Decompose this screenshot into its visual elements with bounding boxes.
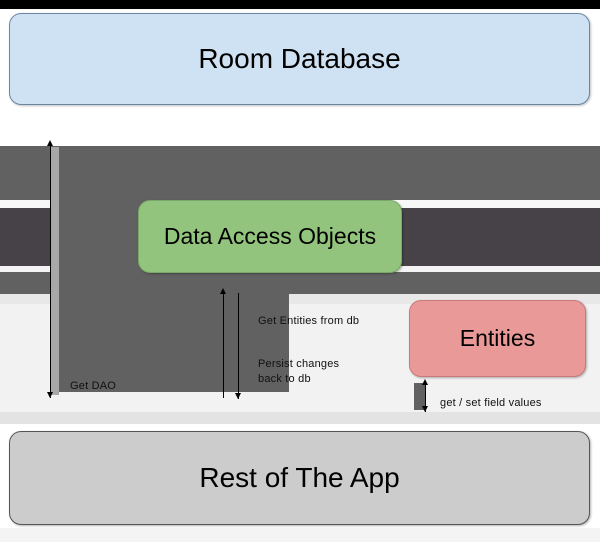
get-set-arrowhead-up <box>422 379 428 385</box>
edge-label-get-dao: Get DAO <box>70 380 117 392</box>
persist-changes-arrowhead-down <box>235 393 241 399</box>
get-set-connector-bar <box>414 383 425 410</box>
node-data-access-objects-label: Data Access Objects <box>163 222 377 249</box>
get-dao-connector-bar <box>51 147 59 395</box>
dao-column-block-lower <box>59 294 223 392</box>
get-entities-arrowhead-up <box>220 288 226 294</box>
background-band-bottom <box>0 528 600 542</box>
edge-label-get-entities-from-db: Get Entities from db <box>258 315 360 327</box>
node-entities-label: Entities <box>459 324 536 351</box>
get-set-arrowhead-down <box>422 406 428 412</box>
edge-label-persist-changes-back-to-db: Persist changes back to db <box>258 358 340 385</box>
background-band-light-1 <box>0 294 600 304</box>
get-set-connector-line <box>425 381 426 412</box>
node-entities[interactable]: Entities <box>409 300 586 377</box>
get-dao-arrowhead-down <box>47 392 53 398</box>
background-band-light-3 <box>0 412 600 424</box>
node-rest-of-the-app[interactable]: Rest of The App <box>9 431 590 525</box>
get-entities-connector-line <box>223 291 224 398</box>
get-dao-arrowhead-up <box>47 140 53 146</box>
edge-label-get-set-field-values: get / set field values <box>440 397 542 409</box>
get-dao-connector-line <box>50 143 51 398</box>
node-rest-of-the-app-label: Rest of The App <box>199 462 400 494</box>
node-data-access-objects[interactable]: Data Access Objects <box>138 200 402 273</box>
background-band-top <box>0 0 600 9</box>
node-room-database[interactable]: Room Database <box>9 13 590 105</box>
node-room-database-label: Room Database <box>198 43 401 75</box>
persist-changes-connector-line <box>238 293 239 399</box>
